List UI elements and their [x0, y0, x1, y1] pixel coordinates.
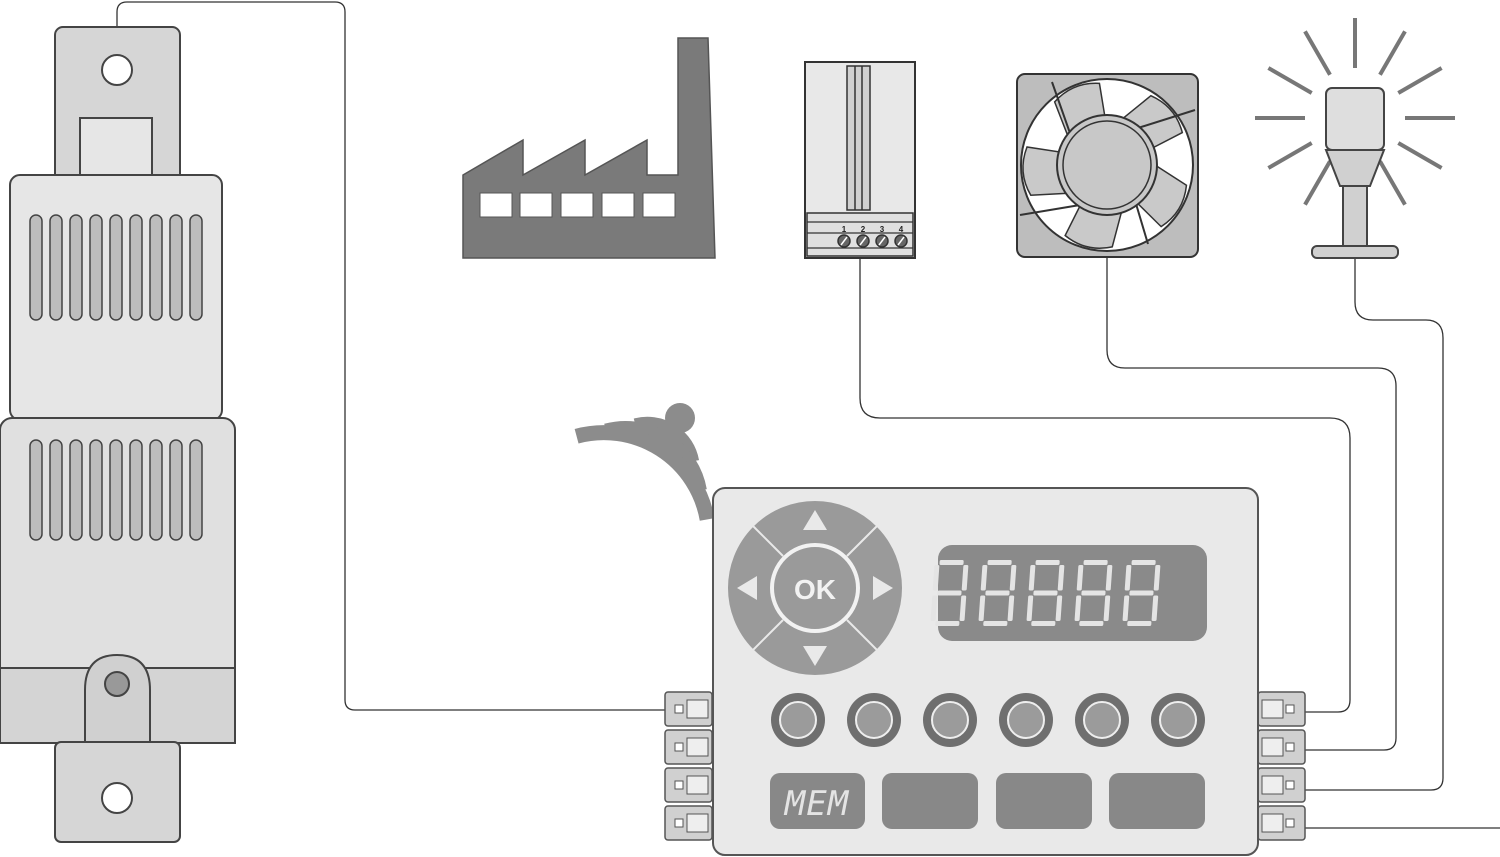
- wires: [116, 1, 1500, 829]
- function-button-1[interactable]: [882, 773, 978, 829]
- vent-slot: [109, 214, 123, 321]
- vent-slot: [69, 214, 83, 321]
- vent-slot: [149, 214, 163, 321]
- ok-button[interactable]: [770, 543, 860, 633]
- light-ray: [1397, 66, 1443, 95]
- ok-label: OK: [794, 574, 836, 605]
- vent-slot: [49, 214, 63, 321]
- light-ray: [1303, 30, 1332, 76]
- vent-slot: [49, 439, 63, 541]
- function-button-2[interactable]: [996, 773, 1092, 829]
- wifi-icon: [574, 403, 715, 521]
- mount-hole-top: [101, 54, 133, 86]
- terminal-label: 1: [842, 225, 847, 234]
- terminal-label: 2: [861, 225, 866, 234]
- mem-button[interactable]: MEM: [770, 773, 865, 829]
- segment-display: [938, 545, 1207, 641]
- vent-slot: [129, 439, 143, 541]
- fan-icon: [1016, 73, 1199, 258]
- dpad-left-button[interactable]: [737, 576, 757, 600]
- terminal-label: 4: [899, 225, 904, 234]
- sensor-device: [0, 26, 236, 843]
- display-digit: [1026, 560, 1065, 626]
- vent-slot: [69, 439, 83, 541]
- vent-slot: [29, 214, 43, 321]
- dpad-right-button[interactable]: [873, 576, 893, 600]
- warning-light-icon: [1255, 18, 1455, 259]
- wire-beacon: [1305, 258, 1444, 791]
- wire-fan: [1106, 258, 1397, 751]
- vent-slot: [29, 439, 43, 541]
- mem-label: MEM: [784, 784, 850, 824]
- factory-icon: [462, 37, 716, 259]
- vent-slot: [149, 439, 163, 541]
- fan-blade: [1120, 94, 1184, 150]
- display-digit: [1122, 560, 1161, 626]
- display-digit: [1074, 560, 1113, 626]
- dpad-down-button[interactable]: [803, 646, 827, 666]
- light-ray: [1378, 160, 1407, 206]
- vent-slot: [189, 439, 203, 541]
- dpad: OK: [726, 499, 904, 677]
- heater-icon: 1 2 3 4: [804, 61, 916, 259]
- display-digit: [978, 560, 1017, 626]
- wire-sensor: [116, 1, 665, 711]
- vent-slot: [89, 439, 103, 541]
- light-ray: [1267, 141, 1313, 170]
- display-digit: [930, 560, 969, 626]
- light-ray: [1397, 141, 1443, 170]
- vent-slot: [129, 214, 143, 321]
- dpad-up-button[interactable]: [803, 510, 827, 530]
- vent-slot: [169, 214, 183, 321]
- terminal-label: 3: [880, 225, 885, 234]
- light-ray: [1267, 66, 1313, 95]
- controller: OK MEM: [664, 487, 1306, 856]
- mount-hole-bottom: [101, 782, 133, 814]
- vent-slot: [189, 214, 203, 321]
- vent-slot: [169, 439, 183, 541]
- wire-heater: [859, 258, 1351, 713]
- light-ray: [1303, 160, 1332, 206]
- vent-slot: [109, 439, 123, 541]
- vent-slot: [89, 214, 103, 321]
- function-button-3[interactable]: [1109, 773, 1205, 829]
- wifi-arc: [574, 425, 715, 521]
- light-ray: [1378, 30, 1407, 76]
